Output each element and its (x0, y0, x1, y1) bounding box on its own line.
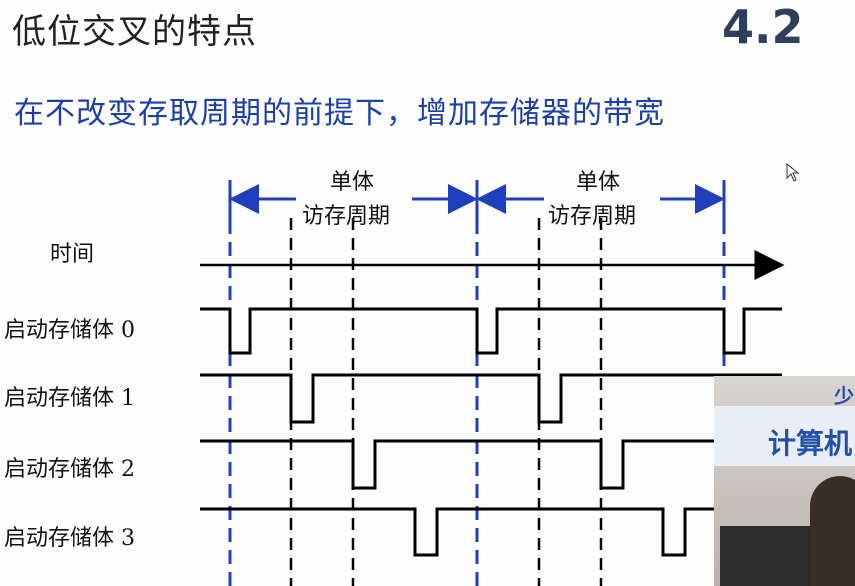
bank-0-label: 启动存储体 0 (4, 312, 135, 344)
webcam-person (810, 476, 855, 586)
mouse-cursor-icon (786, 163, 800, 183)
webcam-banner-text: 计算机 (768, 422, 852, 462)
bank-2-signal (200, 441, 782, 488)
cycle-label-1-line1: 单体 (330, 164, 374, 196)
bank-1-label: 启动存储体 1 (4, 380, 135, 412)
webcam-banner-top: 少 (834, 380, 854, 409)
time-label: 时间 (50, 236, 94, 268)
subcycle-lines (291, 218, 601, 586)
bank-1-signal (200, 375, 782, 422)
bank-3-label: 启动存储体 3 (4, 520, 135, 552)
cycle-label-2-line2: 访存周期 (548, 198, 636, 230)
webcam-screen (720, 526, 810, 586)
cycle-boundaries (230, 180, 724, 586)
webcam-overlay: 少 计算机 (714, 376, 855, 586)
cycle-label-2-line1: 单体 (576, 164, 620, 196)
cycle-label-1-line2: 访存周期 (302, 198, 390, 230)
bank-3-signal (200, 509, 782, 555)
bank-2-label: 启动存储体 2 (4, 451, 135, 483)
bank-0-signal (200, 309, 782, 353)
